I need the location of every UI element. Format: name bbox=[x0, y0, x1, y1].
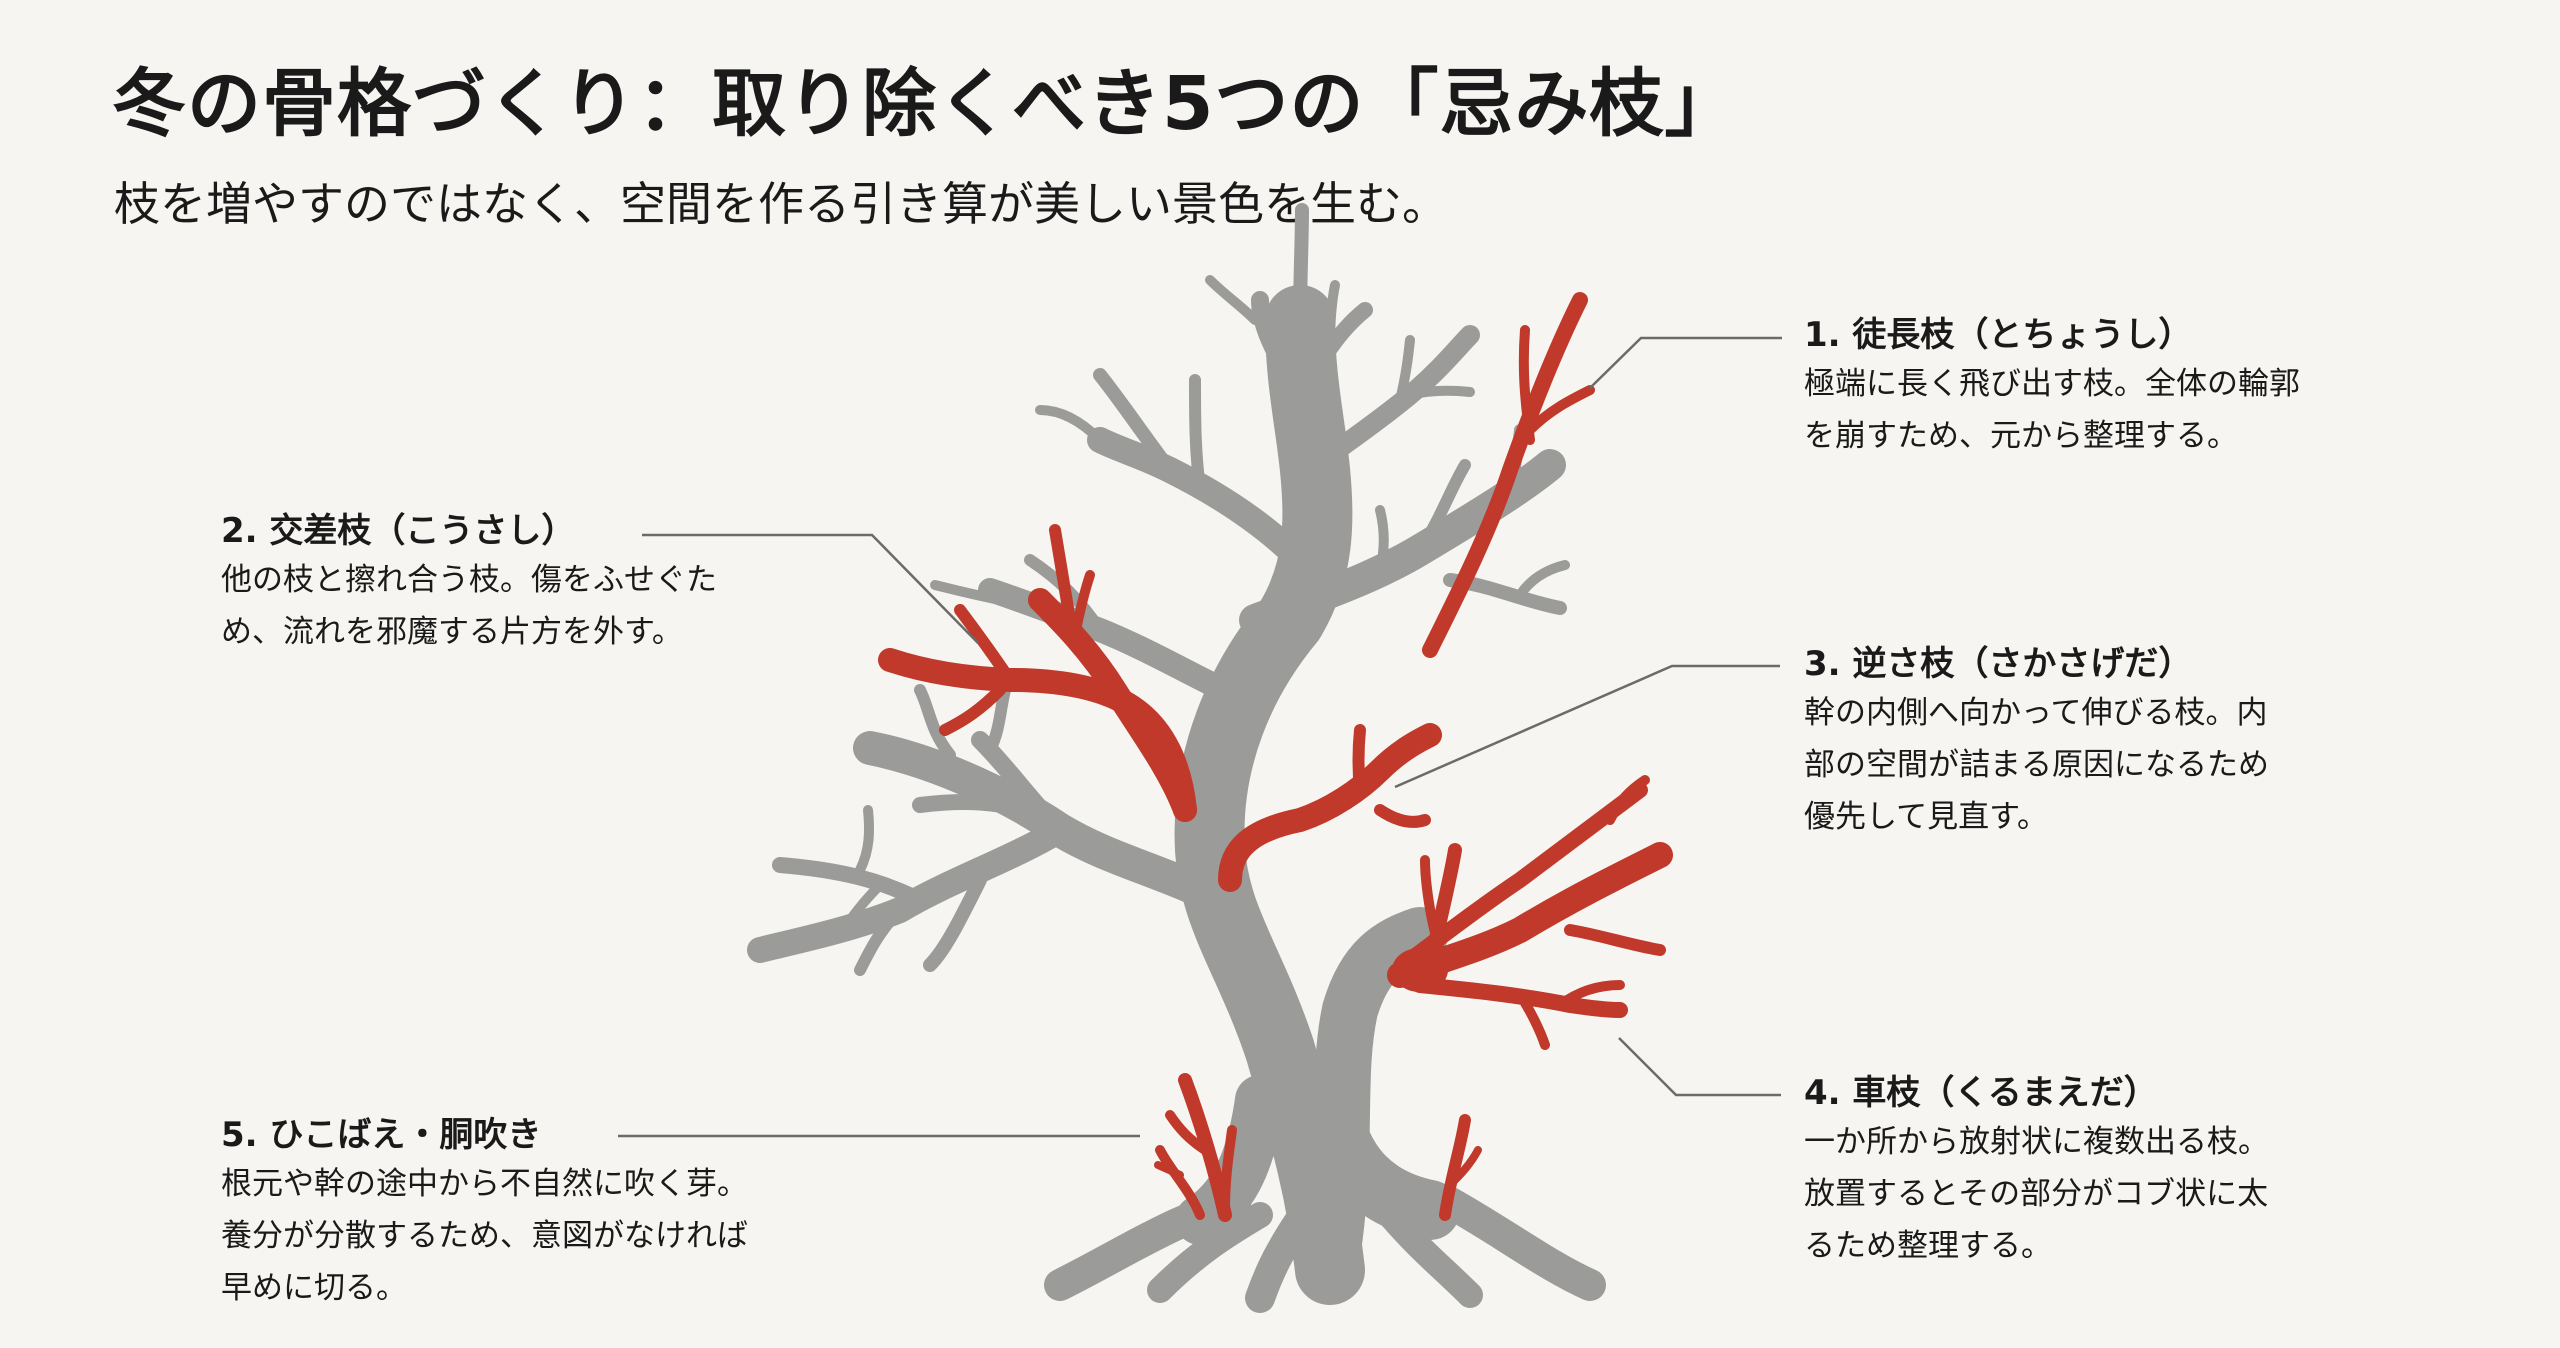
leader-line-1 bbox=[1589, 336, 1782, 389]
callout-description: 他の枝と擦れ合う枝。傷をふせぐた め、流れを邪魔する片方を外す。 bbox=[221, 562, 717, 650]
inward-branch bbox=[1218, 723, 1442, 892]
callout-whorl-branch: 4. 車枝（くるまえだ） 一か所から放射状に複数出る枝。 放置するとその部分がコ… bbox=[1804, 1070, 2269, 1272]
callout-inward-branch: 3. 逆さ枝（さかさげだ） 幹の内側へ向かって伸びる枝。内 部の空間が詰まる原因… bbox=[1804, 641, 2269, 843]
callout-description: 根元や幹の途中から不自然に吹く芽。 養分が分散するため、意図がなければ 早めに切… bbox=[221, 1166, 748, 1306]
leader-lines bbox=[618, 336, 1782, 1138]
callout-heading: 2. 交差枝（こうさし） bbox=[221, 511, 576, 551]
callout-description: 極端に長く飛び出す枝。全体の輪郭 を崩すため、元から整理する。 bbox=[1804, 366, 2300, 454]
water-sprout-branch bbox=[1422, 292, 1588, 658]
leader-line-4 bbox=[1618, 1037, 1781, 1097]
callout-description: 幹の内側へ向かって伸びる枝。内 部の空間が詰まる原因になるため 優先して見直す。 bbox=[1804, 695, 2269, 835]
page-subtitle: 枝を増やすのではなく、空間を作る引き算が美しい景色を生む。 bbox=[114, 177, 1448, 231]
callout-heading: 3. 逆さ枝（さかさげだ） bbox=[1804, 644, 2193, 684]
callout-crossing-branch: 2. 交差枝（こうさし） 他の枝と擦れ合う枝。傷をふせぐた め、流れを邪魔する片… bbox=[221, 508, 717, 658]
page-title: 冬の骨格づくり：取り除くべき5つの「忌み枝」 bbox=[112, 61, 1740, 147]
crossing-branch bbox=[878, 648, 1197, 822]
callout-water-sprout: 1. 徒長枝（とちょうし） 極端に長く飛び出す枝。全体の輪郭 を崩すため、元から… bbox=[1804, 312, 2300, 462]
callout-suckers: 5. ひこばえ・胴吹き 根元や幹の途中から不自然に吹く芽。 養分が分散するため、… bbox=[221, 1112, 748, 1314]
callout-description: 一か所から放射状に複数出る枝。 放置するとその部分がコブ状に太 るため整理する。 bbox=[1804, 1124, 2269, 1264]
tree-red-branches bbox=[878, 292, 1673, 1222]
callout-heading: 5. ひこばえ・胴吹き bbox=[221, 1115, 542, 1155]
leader-line-2 bbox=[642, 533, 979, 644]
callout-heading: 4. 車枝（くるまえだ） bbox=[1804, 1073, 2158, 1113]
callout-heading: 1. 徒長枝（とちょうし） bbox=[1804, 315, 2193, 355]
tree-gray-branches bbox=[747, 203, 1606, 1313]
sucker-branch-right bbox=[1439, 1114, 1471, 1221]
leader-line-3 bbox=[1394, 664, 1780, 789]
